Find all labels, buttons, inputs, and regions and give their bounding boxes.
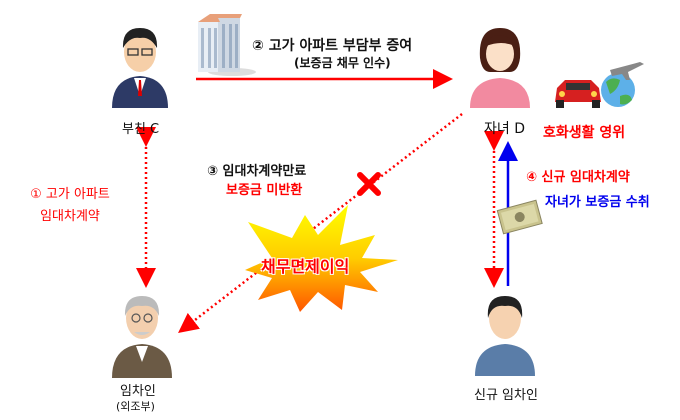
child-label: 자녀 D <box>484 121 525 137</box>
step1-label: ① 고가 아파트 임대차계약 <box>10 184 130 228</box>
globe-travel-icon <box>601 62 644 107</box>
debt-forgiveness-label: 채무면제이익 <box>261 257 350 276</box>
step3-subtitle: 보증금 미반환 <box>226 183 303 198</box>
grandfather-figure-icon <box>112 296 172 378</box>
money-bundle-icon <box>496 199 543 235</box>
landlord-sublabel: (외조부) <box>116 400 155 413</box>
landlord-label: 임차인 <box>120 384 156 399</box>
father-label: 부친 C <box>122 122 160 137</box>
apartment-building-icon <box>198 14 256 76</box>
deposit-unreturned-arrow <box>178 113 463 334</box>
luxury-life-label: 호화생활 영위 <box>543 125 626 141</box>
step1-line2: 임대차계약 <box>40 209 100 224</box>
luxury-car-icon <box>555 80 601 108</box>
x-cross-icon <box>357 172 381 196</box>
step2-subtitle: (보증금 채무 인수) <box>294 56 391 70</box>
step4-title: ④ 신규 임대차계약 <box>526 170 630 185</box>
new-tenant-figure-icon <box>475 296 535 376</box>
starburst-shape <box>245 205 398 312</box>
step3-title: ③ 임대차계약만료 <box>207 164 307 179</box>
step1-line1: ① 고가 아파트 <box>30 187 110 202</box>
step2-title: ② 고가 아파트 부담부 증여 <box>252 38 413 54</box>
step4-subtitle: 자녀가 보증금 수취 <box>545 195 650 210</box>
daughter-figure-icon <box>470 28 530 108</box>
new-tenant-label: 신규 임차인 <box>474 388 538 403</box>
father-figure-icon <box>112 28 168 108</box>
